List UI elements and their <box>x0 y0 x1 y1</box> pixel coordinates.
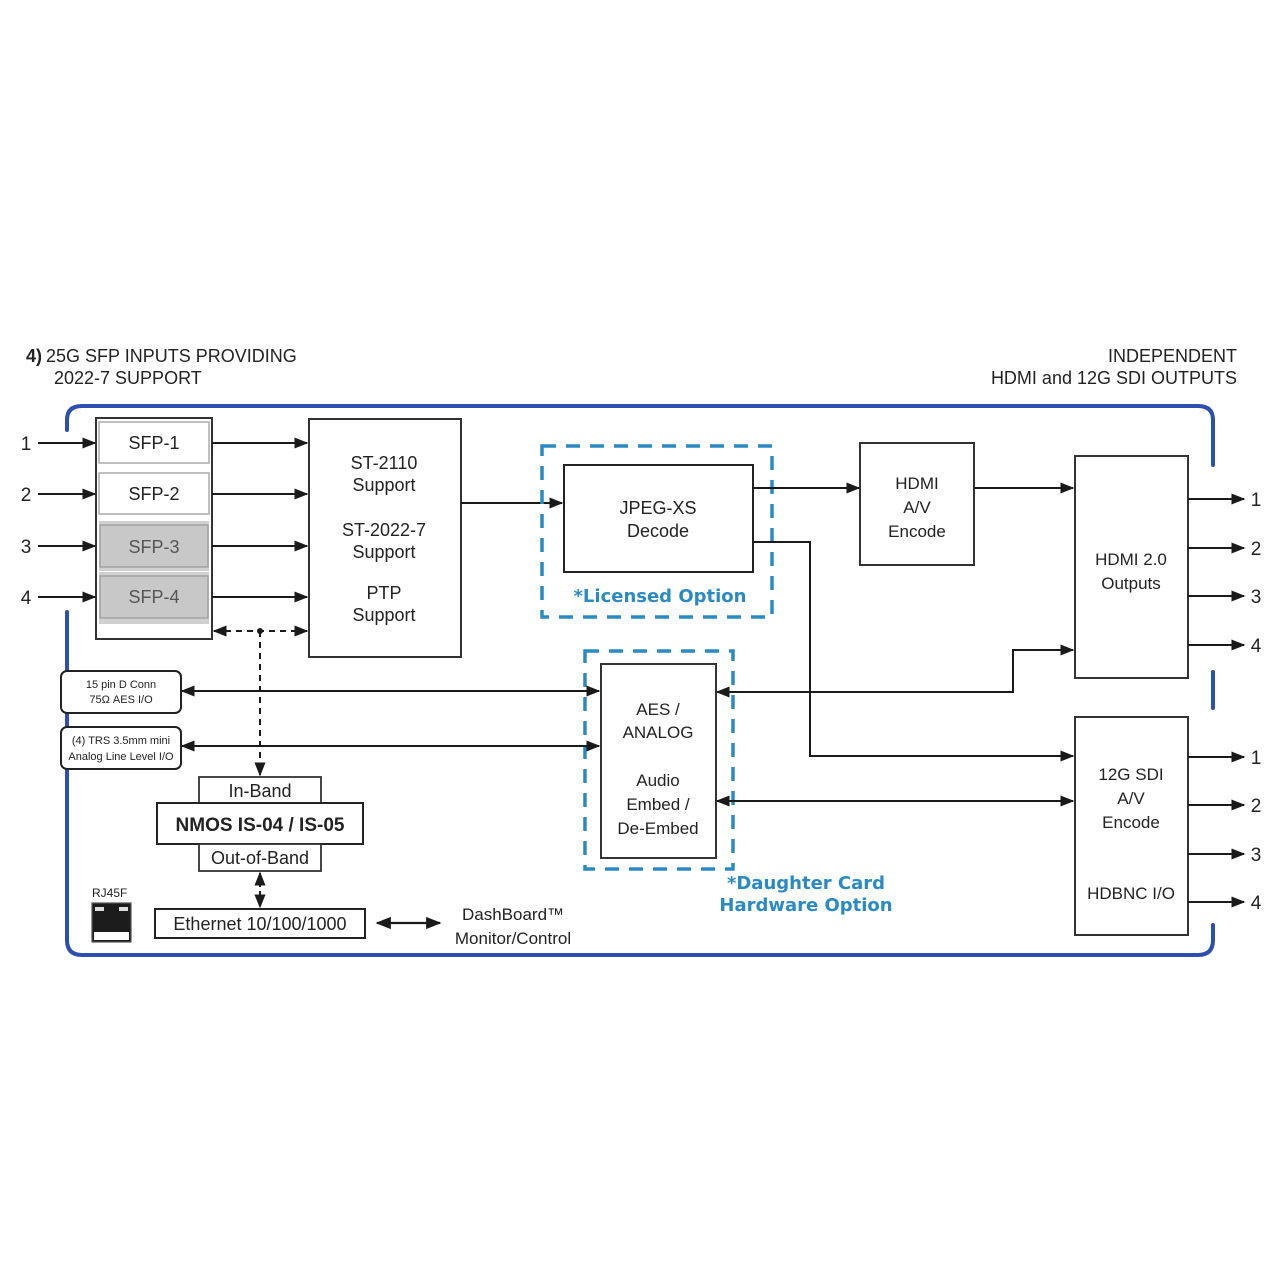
svg-text:In-Band: In-Band <box>228 781 291 801</box>
sfp-3-slot <box>99 524 209 568</box>
jpeg-xs-block: JPEG-XS Decode <box>563 464 754 573</box>
card-frame <box>65 404 1215 957</box>
svg-text:ST-2110: ST-2110 <box>351 453 418 473</box>
hdmi-port-number: 2 <box>1251 539 1262 560</box>
sfp-label: SFP-2 <box>128 484 179 504</box>
trs-connector-box: (4) TRS 3.5mm mini Analog Line Level I/O <box>60 726 182 770</box>
hdmi-port-number: 4 <box>1251 636 1262 657</box>
svg-text:AES /: AES / <box>636 700 680 719</box>
svg-text:De-Embed: De-Embed <box>617 819 698 838</box>
right-header-line2: HDMI and 12G SDI OUTPUTS <box>991 368 1237 388</box>
svg-text:HDMI: HDMI <box>895 474 938 493</box>
input-number: 4 <box>21 588 32 609</box>
svg-text:A/V: A/V <box>903 498 931 517</box>
sfp-cage: SFP-1 SFP-2 SFP-3 SFP-4 <box>95 417 213 640</box>
audio-to-hdmi-link <box>715 644 1075 698</box>
svg-text:ANALOG: ANALOG <box>623 723 694 742</box>
nmos-block: In-Band NMOS IS-04 / IS-05 Out-of-Band <box>156 776 364 872</box>
licensed-option-label: *Licensed Option <box>574 586 747 607</box>
svg-text:Audio: Audio <box>636 771 679 790</box>
svg-text:15 pin D Conn: 15 pin D Conn <box>86 679 156 691</box>
left-header-line2: 2022-7 SUPPORT <box>54 368 202 388</box>
svg-text:NMOS IS-04 / IS-05: NMOS IS-04 / IS-05 <box>176 815 345 836</box>
svg-text:(4) TRS 3.5mm mini: (4) TRS 3.5mm mini <box>72 735 170 747</box>
ethernet-box: Ethernet 10/100/1000 <box>154 908 366 939</box>
hdmi-encode-block: HDMI A/V Encode <box>859 442 975 566</box>
sfp-1-slot <box>98 421 210 464</box>
nmos-title-box <box>156 802 364 845</box>
svg-text:PTP: PTP <box>366 583 401 603</box>
input-number: 2 <box>21 485 32 506</box>
sdi-port-number: 1 <box>1251 748 1262 769</box>
svg-text:Analog Line Level I/O: Analog Line Level I/O <box>68 751 174 763</box>
svg-text:Embed /: Embed / <box>626 795 690 814</box>
audio-embed-block: AES / ANALOG Audio Embed / De-Embed <box>600 663 717 859</box>
sfp-2-slot <box>98 472 210 515</box>
sdi-encode-block: 12G SDI A/V Encode HDBNC I/O <box>1074 716 1189 936</box>
sfp-label: SFP-4 <box>128 587 179 607</box>
control-dashed-link <box>212 625 309 777</box>
sdi-port-number: 2 <box>1251 796 1262 817</box>
dashboard-label-line1: DashBoard™ <box>462 905 564 924</box>
input-number: 1 <box>21 434 32 455</box>
daughter-card-option-box <box>583 649 735 871</box>
svg-text:HDMI 2.0: HDMI 2.0 <box>1095 550 1167 569</box>
sfp-label: SFP-1 <box>128 433 179 453</box>
svg-text:Support: Support <box>352 542 415 562</box>
svg-text:12G SDI: 12G SDI <box>1098 765 1163 784</box>
sdi-port-number: 3 <box>1251 845 1262 866</box>
st-2110-block: ST-2110 Support ST-2022-7 Support PTP Su… <box>308 418 462 658</box>
dashboard-label-line2: Monitor/Control <box>455 929 571 948</box>
rj45-icon <box>91 902 132 943</box>
svg-text:75Ω AES I/O: 75Ω AES I/O <box>89 694 153 706</box>
sfp-to-st-arrows <box>212 437 309 603</box>
daughter-card-label-line1: *Daughter Card <box>727 873 885 894</box>
rj45-label: RJ45F <box>92 886 127 900</box>
sdi-port-number: 4 <box>1251 893 1262 914</box>
left-header: 4)25G SFP INPUTS PROVIDING <box>26 346 297 366</box>
hdmi-port-number: 1 <box>1251 490 1262 511</box>
svg-text:Decode: Decode <box>627 521 689 541</box>
svg-text:Support: Support <box>352 475 415 495</box>
svg-text:HDBNC I/O: HDBNC I/O <box>1087 884 1175 903</box>
hdmi-port-number: 3 <box>1251 587 1262 608</box>
right-header-line1: INDEPENDENT <box>1108 346 1237 366</box>
svg-text:Support: Support <box>352 605 415 625</box>
out-of-band-box <box>198 843 322 872</box>
hdmi-outputs-block: HDMI 2.0 Outputs <box>1074 455 1189 679</box>
svg-text:Ethernet 10/100/1000: Ethernet 10/100/1000 <box>173 914 346 934</box>
svg-text:Encode: Encode <box>1102 813 1160 832</box>
svg-text:JPEG-XS: JPEG-XS <box>619 498 696 518</box>
svg-text:Outputs: Outputs <box>1101 574 1161 593</box>
svg-text:Out-of-Band: Out-of-Band <box>211 848 309 868</box>
sfp-label: SFP-3 <box>128 537 179 557</box>
aes-connector-box: 15 pin D Conn 75Ω AES I/O <box>60 670 182 714</box>
junction-dot <box>257 628 263 634</box>
svg-text:ST-2022-7: ST-2022-7 <box>342 520 426 540</box>
svg-text:A/V: A/V <box>1117 789 1145 808</box>
sdi-output-ports <box>1188 751 1246 908</box>
sfp-4-slot <box>99 575 209 619</box>
input-number: 3 <box>21 537 32 558</box>
hdmi-output-ports <box>1188 493 1246 651</box>
svg-text:Encode: Encode <box>888 522 946 541</box>
input-ports: 1 2 3 4 <box>21 434 97 609</box>
daughter-card-label-line2: Hardware Option <box>719 895 892 916</box>
licensed-option-box <box>540 444 774 619</box>
